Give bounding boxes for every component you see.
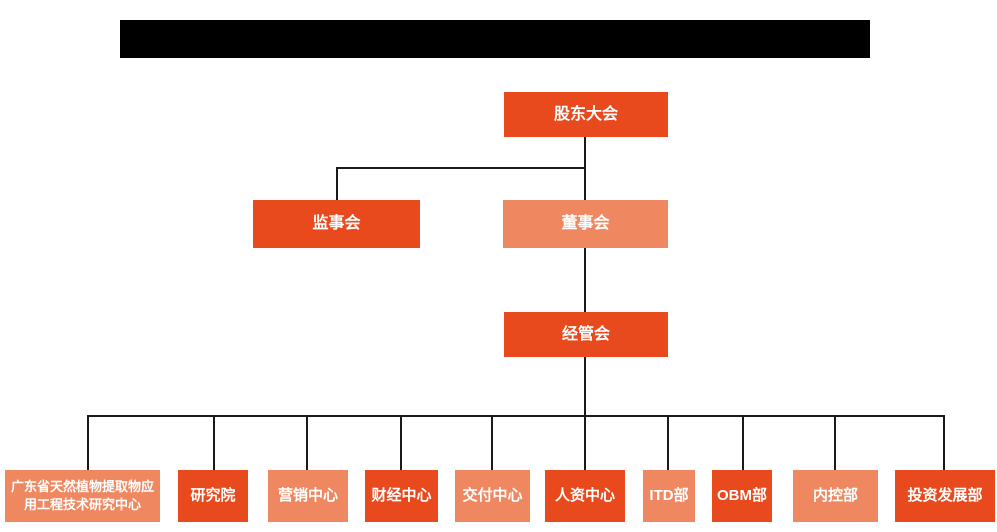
node-label: 财经中心	[371, 486, 432, 504]
node-label: 交付中心	[462, 486, 523, 504]
node-supervisory-board: 监事会	[253, 200, 420, 248]
node-shareholders-meeting: 股东大会	[504, 92, 668, 137]
node-research-institute: 研究院	[178, 470, 248, 522]
node-delivery-center: 交付中心	[455, 470, 530, 522]
connector-drop-7	[667, 415, 669, 470]
node-label: 股东大会	[553, 105, 618, 123]
connector-drop-6	[584, 415, 586, 470]
node-label: 投资发展部	[907, 486, 983, 504]
connector-l4-horizontal	[87, 415, 945, 417]
node-guangdong-research-center: 广东省天然植物提取物应用工程技术研究中心	[5, 470, 160, 522]
node-label: 董事会	[561, 215, 610, 233]
node-management-committee: 经管会	[504, 312, 668, 357]
node-label: 研究院	[190, 486, 236, 504]
connector-l2-horizontal	[336, 167, 586, 169]
node-finance-center: 财经中心	[365, 470, 438, 522]
node-label: 监事会	[312, 215, 361, 233]
connector-drop-9	[834, 415, 836, 470]
connector-drop-1	[87, 415, 89, 470]
connector-drop-2	[213, 415, 215, 470]
connector-drop-3	[306, 415, 308, 470]
node-internal-control-department: 内控部	[793, 470, 878, 522]
connector-drop-5	[491, 415, 493, 470]
node-board-of-directors: 董事会	[503, 200, 668, 248]
node-label: ITD部	[649, 486, 689, 504]
node-label: 营销中心	[277, 486, 338, 504]
node-hr-center: 人资中心	[545, 470, 625, 522]
connector-drop-8	[742, 415, 744, 470]
node-label: 经管会	[561, 325, 610, 343]
node-label: 人资中心	[554, 486, 615, 504]
node-marketing-center: 营销中心	[268, 470, 348, 522]
node-investment-development-department: 投资发展部	[895, 470, 995, 522]
connector-drop-10	[943, 415, 945, 470]
node-label: 广东省天然植物提取物应用工程技术研究中心	[10, 479, 154, 512]
node-label: 内控部	[812, 486, 858, 504]
connector-drop-4	[400, 415, 402, 470]
connector-l2-supervisory-drop	[336, 167, 338, 200]
connector-l3-down	[584, 357, 586, 417]
node-obm-department: OBM部	[712, 470, 772, 522]
connector-l2-l3	[584, 248, 586, 312]
node-itd-department: ITD部	[643, 470, 695, 522]
node-label: OBM部	[717, 486, 767, 504]
redacted-title-bar	[120, 20, 870, 58]
